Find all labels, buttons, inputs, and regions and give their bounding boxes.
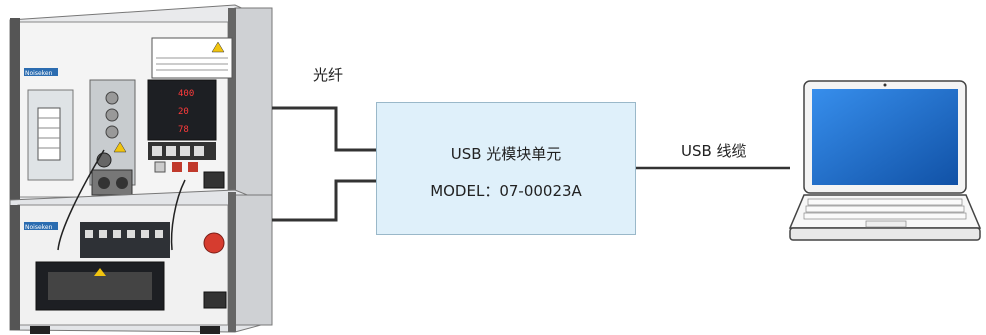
fiber-line-upper	[272, 106, 376, 152]
brand-bottom-text: Noiseken	[25, 224, 53, 231]
brand-top-text: Noiseken	[25, 70, 53, 77]
display-value-2: 20	[178, 107, 189, 117]
laptop-image	[788, 80, 982, 241]
unit-model: MODEL：07-00023A	[430, 182, 582, 200]
display-value-1: 400	[178, 89, 194, 99]
fiber-label: 光纤	[313, 66, 344, 84]
usb-optical-module-unit: USB 光模块单元 MODEL：07-00023A	[376, 102, 636, 235]
display-value-3: 78	[178, 125, 189, 135]
fiber-line-lower	[272, 179, 376, 222]
usb-cable-label: USB 线缆	[681, 142, 747, 160]
unit-title: USB 光模块单元	[450, 145, 562, 163]
test-equipment-image: Noiseken 400 20 78 Noiseken	[9, 4, 273, 334]
